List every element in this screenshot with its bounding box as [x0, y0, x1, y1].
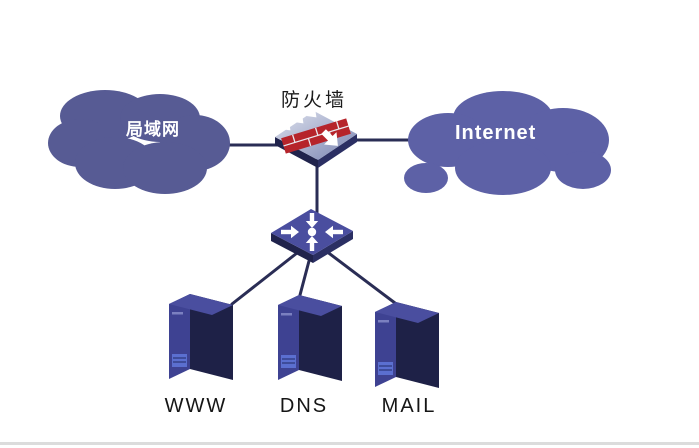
server-tower-icon	[278, 295, 342, 381]
lan-cloud-label: 局域网	[126, 120, 180, 139]
bottom-divider	[0, 442, 699, 445]
server-tower-icon	[169, 294, 233, 380]
cloud-icon	[404, 91, 611, 195]
core-switch-node	[266, 206, 356, 268]
firewall-node	[272, 105, 360, 170]
internet-cloud-node	[398, 88, 616, 200]
server-mail-node	[372, 284, 442, 392]
server-mail-label: MAIL	[381, 395, 437, 417]
internet-cloud-label: Internet	[455, 122, 537, 144]
switch-icon	[271, 209, 353, 263]
cloud-icon	[48, 90, 230, 194]
server-dns-node	[275, 277, 345, 385]
server-dns-label: DNS	[279, 395, 329, 417]
server-www-label: WWW	[164, 395, 228, 417]
firewall-label: 防火墙	[281, 90, 348, 111]
lan-cloud-node	[45, 88, 231, 198]
server-tower-icon	[375, 302, 439, 388]
firewall-icon	[275, 105, 357, 168]
server-www-node	[166, 276, 236, 384]
